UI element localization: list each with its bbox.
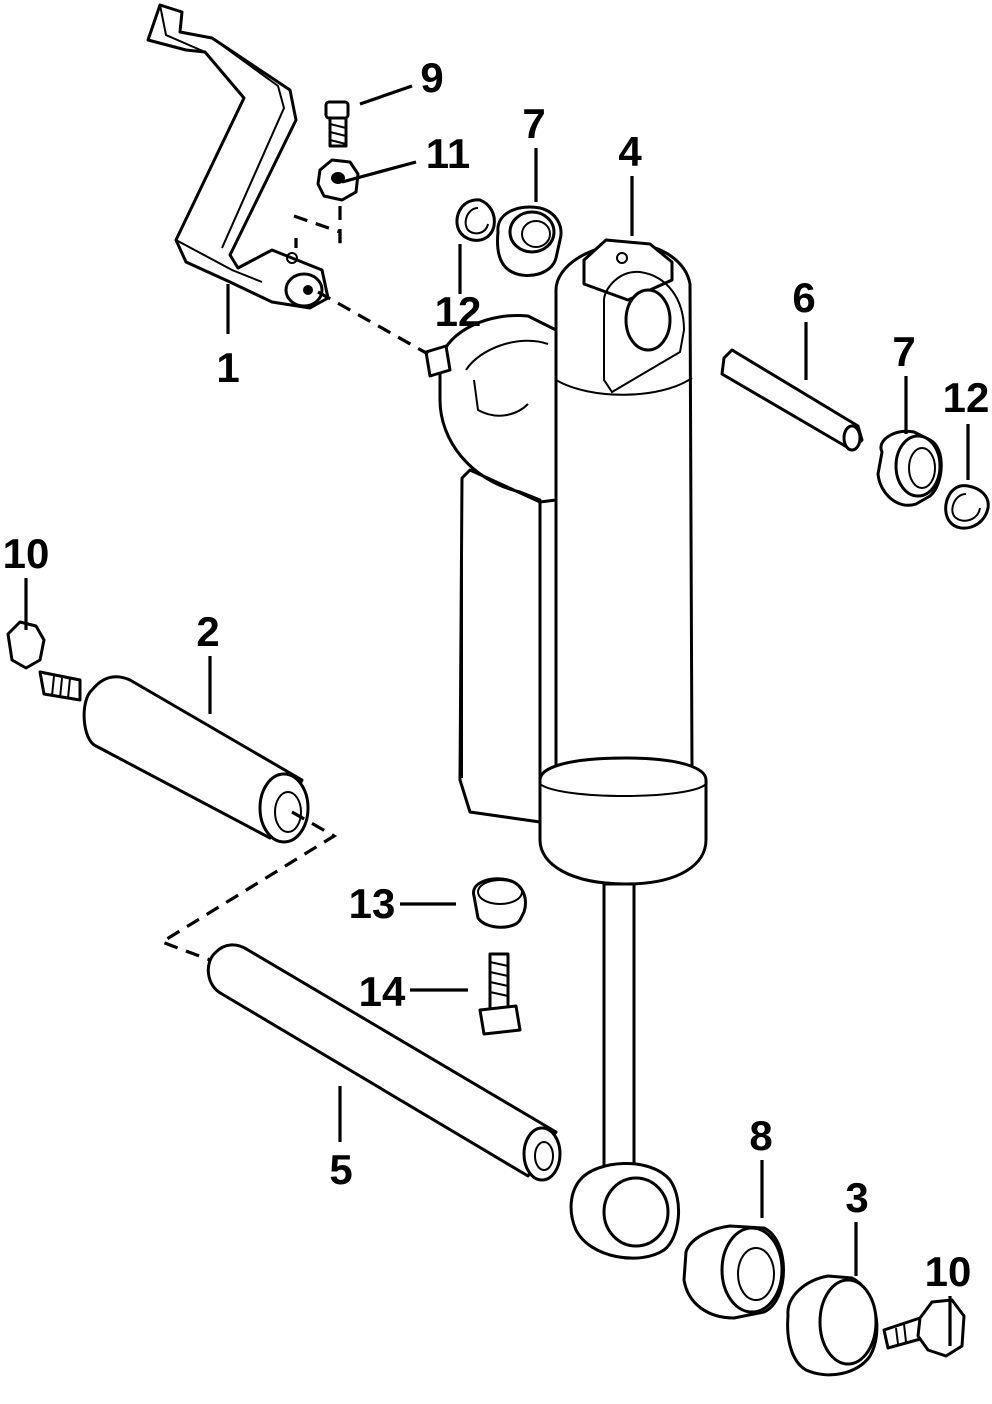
callout-10b: 10: [925, 1248, 972, 1295]
callout-7a: 7: [522, 100, 545, 147]
callout-13: 13: [349, 880, 396, 927]
callouts: 1 2 3 4 5 6 7 7 8 9 10 10 11 12 12 13 14: [3, 54, 990, 1295]
callout-9: 9: [420, 54, 443, 101]
part-screw-14: [478, 952, 522, 1036]
callout-3: 3: [845, 1174, 868, 1221]
part-bracket: [146, 3, 330, 310]
callout-14: 14: [359, 968, 406, 1015]
callout-11: 11: [426, 130, 470, 177]
callout-12b: 12: [943, 374, 990, 421]
callout-1: 1: [216, 344, 239, 391]
callout-2: 2: [196, 608, 219, 655]
callout-8: 8: [749, 1112, 772, 1159]
part-bushing-7a: [496, 205, 563, 277]
part-bushing-8: [682, 1224, 785, 1320]
part-spacer-13: [472, 877, 527, 929]
callout-6: 6: [792, 274, 815, 321]
part-bolt-10a: [6, 620, 82, 702]
callout-4: 4: [618, 128, 642, 175]
callout-10a: 10: [3, 530, 50, 577]
part-bolt-10b: [882, 1298, 966, 1358]
leader-lines: [24, 84, 970, 1346]
part-pivot-tube-5: [206, 943, 562, 1182]
callout-12a: 12: [435, 288, 482, 335]
callout-7b: 7: [892, 328, 915, 375]
callout-5: 5: [329, 1146, 352, 1193]
part-spacer-3: [786, 1274, 879, 1377]
part-retaining-ring-12a: [455, 198, 496, 242]
part-bolt-9: [324, 100, 350, 148]
part-cylinder-4: [424, 238, 708, 1260]
part-bushing-7b: [876, 429, 943, 507]
part-retaining-ring-12b: [944, 484, 990, 530]
part-nut-11: [316, 158, 360, 202]
part-pin-6: [720, 348, 864, 452]
part-spacer-tube-2: [82, 675, 310, 844]
assembly-lines: [158, 206, 429, 962]
